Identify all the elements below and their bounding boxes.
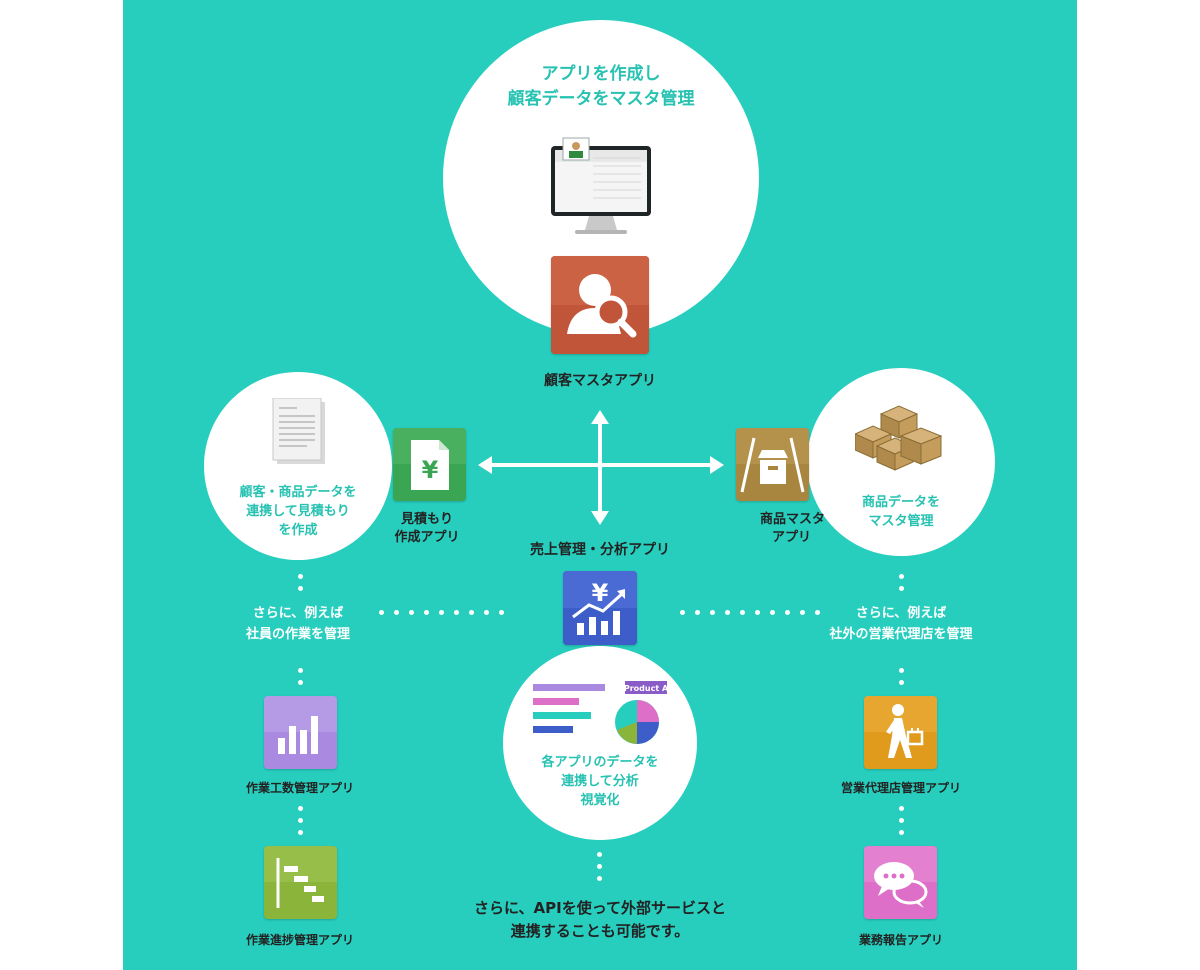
right-branch-note: さらに、例えば 社外の営業代理店を管理 [801,604,1001,646]
caption-line: 各アプリのデータを [541,755,659,770]
label-line: 作成アプリ [394,530,460,546]
workload-app-label: 作業工数管理アプリ [245,781,354,795]
report-app-icon[interactable] [864,846,937,919]
dotted-connector [899,806,905,842]
quote-app-label: 見積もり 作成アプリ [377,511,477,547]
caption-line: 連携して分析 [561,773,639,789]
note-line: 連携することも可能です。 [510,922,690,941]
note-line: さらに、APIを使って外部サービスと [474,899,726,917]
dotted-connector [298,806,304,842]
caption-line: 商品データを [861,495,940,510]
report-app-label: 業務報告アプリ [858,933,943,947]
progress-app-icon[interactable] [264,846,337,919]
yen-document-icon: ¥ [393,428,466,501]
progress-app-label: 作業進捗管理アプリ [245,933,354,947]
boxes-icon [855,404,949,478]
caption-line: を作成 [278,522,318,538]
dotted-connector [680,610,830,616]
dotted-connector [298,668,304,692]
dotted-connector [899,668,905,692]
dotted-connector [379,610,514,616]
label-line: 見積もり [400,512,453,527]
caption-line: マスタ管理 [868,513,934,529]
dotted-connector [298,574,304,598]
product-master-app-icon[interactable] [736,428,809,501]
customer-master-caption: アプリを作成し 顧客データをマスタ管理 [443,62,759,111]
caption-line: 視覚化 [580,792,620,808]
chart-tag-text: Product A [624,684,669,693]
note-line: 社員の作業を管理 [245,626,350,642]
diagram-panel: アプリを作成し 顧客データをマスタ管理 [123,0,1077,970]
product-caption: 商品データを マスタ管理 [807,494,995,532]
quote-app-icon[interactable]: ¥ [393,428,466,501]
cross-arrows [478,410,724,525]
chat-bubbles-icon [864,846,937,919]
caption-line: アプリを作成し [541,64,661,84]
caption-line: 顧客データをマスタ管理 [507,88,695,109]
note-line: 社外の営業代理店を管理 [829,626,973,642]
analytics-chart-icon: Product A [533,678,669,748]
caption-line: 連携して見積もり [246,503,350,519]
agency-app-icon[interactable] [864,696,937,769]
analysis-caption: 各アプリのデータを 連携して分析 視覚化 [503,754,697,811]
svg-text:¥: ¥ [592,579,609,607]
bar-chart-icon [264,696,337,769]
customer-master-app-label: 顧客マスタアプリ [544,373,656,389]
monitor-icon [549,136,653,236]
product-master-app-label: 商品マスタ アプリ [725,511,825,547]
walking-person-icon [864,696,937,769]
document-icon [271,398,327,466]
yen-chart-up-icon: ¥ [563,571,637,645]
note-line: さらに、例えば [252,606,344,621]
customer-master-app-icon[interactable] [551,256,649,354]
left-branch-note: さらに、例えば 社員の作業を管理 [213,604,383,646]
analysis-circle [503,646,697,840]
note-line: さらに、例えば [855,606,947,621]
label-line: 商品マスタ [759,512,825,527]
sales-analysis-app-icon[interactable]: ¥ [563,571,637,645]
agency-app-label: 営業代理店管理アプリ [840,781,961,795]
box-road-icon [736,428,809,501]
api-integration-note: さらに、APIを使って外部サービスと 連携することも可能です。 [423,897,777,944]
dotted-connector [899,574,905,598]
svg-text:¥: ¥ [422,456,439,484]
quote-caption: 顧客・商品データを 連携して見積もり を作成 [204,484,392,541]
sales-app-label: 売上管理・分析アプリ [530,542,670,558]
person-search-icon [551,256,649,354]
caption-line: 顧客・商品データを [239,485,357,500]
gantt-chart-icon [264,846,337,919]
label-line: アプリ [771,530,811,546]
workload-app-icon[interactable] [264,696,337,769]
dotted-connector [597,852,603,888]
